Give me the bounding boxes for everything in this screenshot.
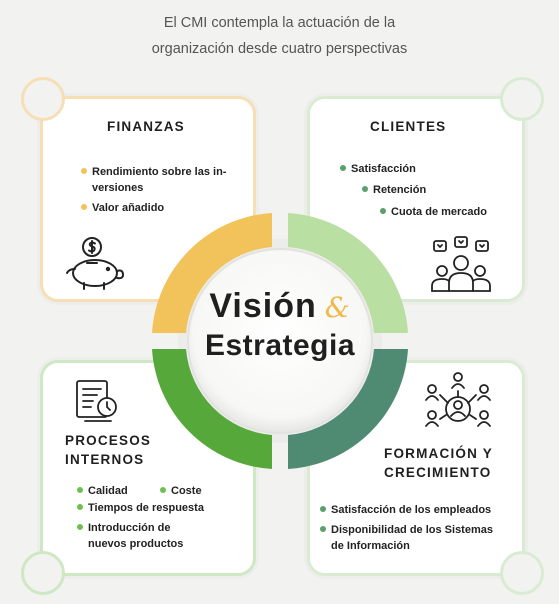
formacion-title-line-2: CRECIMIENTO xyxy=(384,465,492,480)
document-clock-icon xyxy=(76,380,117,422)
finanzas-item: Rendimiento sobre las in- xyxy=(81,165,226,180)
bullet-dot xyxy=(81,168,87,174)
procesos-title-line-1: PROCESOS xyxy=(65,433,152,448)
procesos-item: Tiempos de respuesta xyxy=(77,501,204,516)
ring-inner-disc xyxy=(187,248,373,434)
procesos-title-line-2: INTERNOS xyxy=(65,452,145,467)
card-corner xyxy=(21,551,65,595)
estrategia-word: Estrategia xyxy=(204,329,356,362)
center-ring xyxy=(152,213,408,469)
bullet-dot xyxy=(340,165,346,171)
card-formacion: FORMACIÓN Y CRECIMIENTO Satisfacción de … xyxy=(307,360,544,595)
people-network-icon xyxy=(425,372,491,427)
header: El CMI contempla la actuación de la orga… xyxy=(0,10,559,62)
card-finanzas: FINANZAS Rendimiento sobre las in- versi… xyxy=(21,77,256,302)
center-title: Visión& Estrategia xyxy=(180,286,380,364)
card-corner xyxy=(21,77,65,121)
center-title-line-1: Visión& xyxy=(180,286,380,328)
bullet-dot xyxy=(81,204,87,210)
clientes-item: Retención xyxy=(362,183,426,198)
finanzas-item-cont: versiones xyxy=(92,182,144,194)
procesos-item: Coste xyxy=(160,484,202,499)
formacion-item-cont: de Información xyxy=(331,540,410,552)
bullet-dot xyxy=(160,487,166,493)
bullet-dot xyxy=(320,506,326,512)
ring-segment-green xyxy=(152,349,272,469)
ring-segment-light-green xyxy=(288,213,408,333)
bullet-dot xyxy=(77,524,83,530)
ampersand: & xyxy=(324,291,351,324)
card-corner xyxy=(500,77,544,121)
finanzas-title: FINANZAS xyxy=(107,119,185,134)
piggy-bank-dollar-icon xyxy=(66,237,124,290)
formacion-title-line-1: FORMACIÓN Y xyxy=(384,446,493,461)
clientes-title: CLIENTES xyxy=(370,119,447,134)
vision-word: Visión xyxy=(209,287,317,325)
bullet-dot xyxy=(362,186,368,192)
bullet-dot xyxy=(320,526,326,532)
header-line-2: organización desde cuatro perspectivas xyxy=(151,41,408,57)
finanzas-item: Valor añadido xyxy=(81,201,164,216)
formacion-item: Disponibilidad de los Sistemas xyxy=(320,523,493,538)
clientes-item: Satisfacción xyxy=(340,162,416,177)
clientes-item: Cuota de mercado xyxy=(380,205,487,220)
procesos-item: Calidad xyxy=(77,484,128,499)
bullet-dot xyxy=(77,487,83,493)
procesos-item: Introducción de xyxy=(77,521,171,536)
bullet-dot xyxy=(380,208,386,214)
ring-segment-yellow xyxy=(152,213,272,333)
ring-segment-teal xyxy=(288,349,408,469)
bullet-dot xyxy=(77,504,83,510)
header-line-1: El CMI contempla la actuación de la xyxy=(163,15,396,31)
formacion-item: Satisfacción de los empleados xyxy=(320,503,491,518)
card-procesos: PROCESOS INTERNOS Calidad Coste Tiempos … xyxy=(21,360,256,595)
customers-hearts-icon xyxy=(431,236,491,292)
card-corner xyxy=(500,551,544,595)
procesos-item-cont: nuevos productos xyxy=(88,538,184,550)
